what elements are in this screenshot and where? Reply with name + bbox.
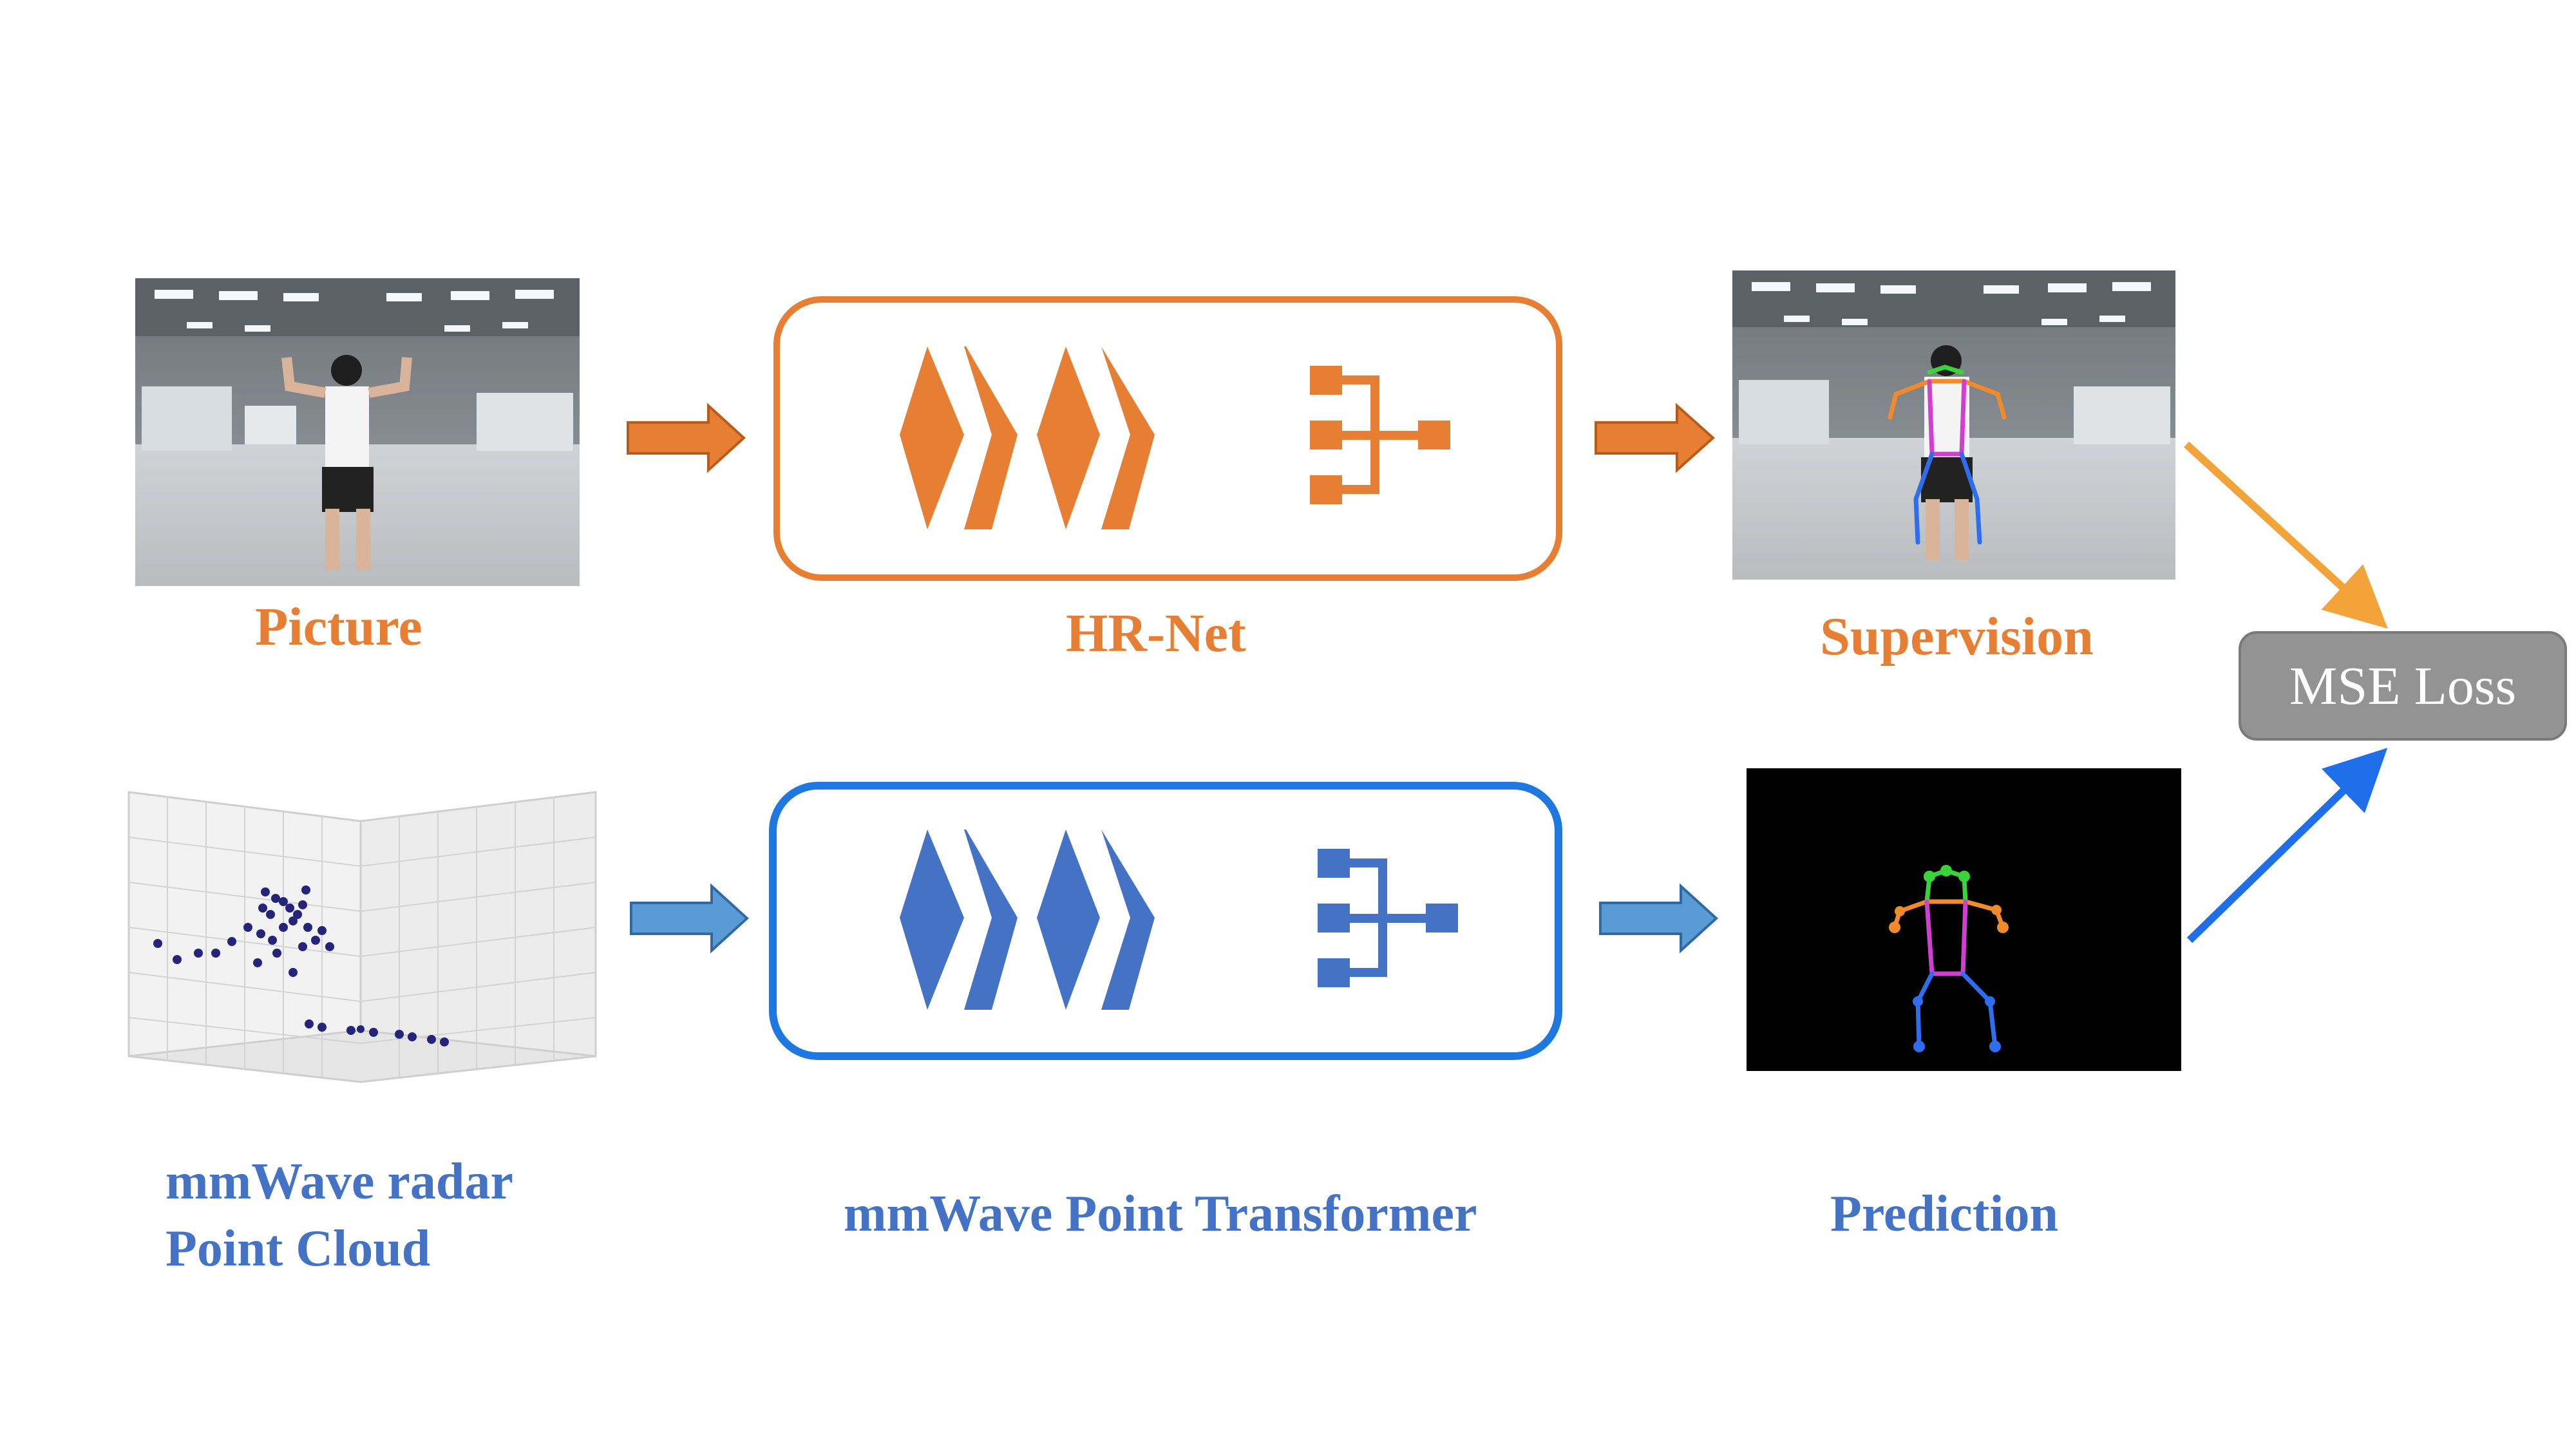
- chevron-stack-icon: [900, 346, 1155, 529]
- arrow-right-icon: [1595, 402, 1716, 473]
- radar-label-line2: Point Cloud: [166, 1220, 431, 1277]
- point-cloud-plot: [128, 791, 597, 1083]
- arrow-right-icon: [1599, 883, 1718, 954]
- supervision-to-loss-arrow: [2183, 441, 2388, 629]
- input-photo: [135, 278, 580, 586]
- hierarchy-icon: [1318, 849, 1458, 987]
- picture-label: Picture: [255, 597, 422, 657]
- mse-loss-label: MSE Loss: [2289, 656, 2517, 716]
- hrnet-label: HR-Net: [1066, 603, 1246, 663]
- radar-label: mmWave radar Point Cloud: [166, 1148, 513, 1282]
- chevron-stack-icon: [900, 829, 1155, 1010]
- supervision-photo: [1732, 270, 2175, 580]
- hrnet-box: [773, 296, 1562, 581]
- arrow-right-icon: [630, 883, 749, 954]
- hierarchy-icon: [1310, 366, 1450, 504]
- transformer-label: mmWave Point Transformer: [844, 1186, 1477, 1242]
- radar-label-line1: mmWave radar: [166, 1153, 513, 1210]
- prediction-label: Prediction: [1830, 1186, 2059, 1242]
- arrow-right-icon: [627, 402, 746, 473]
- mse-loss-box: MSE Loss: [2239, 631, 2567, 741]
- prediction-to-loss-arrow: [2186, 748, 2388, 943]
- prediction-image: [1747, 768, 2181, 1071]
- supervision-label: Supervision: [1820, 607, 2094, 667]
- transformer-box: [769, 782, 1562, 1060]
